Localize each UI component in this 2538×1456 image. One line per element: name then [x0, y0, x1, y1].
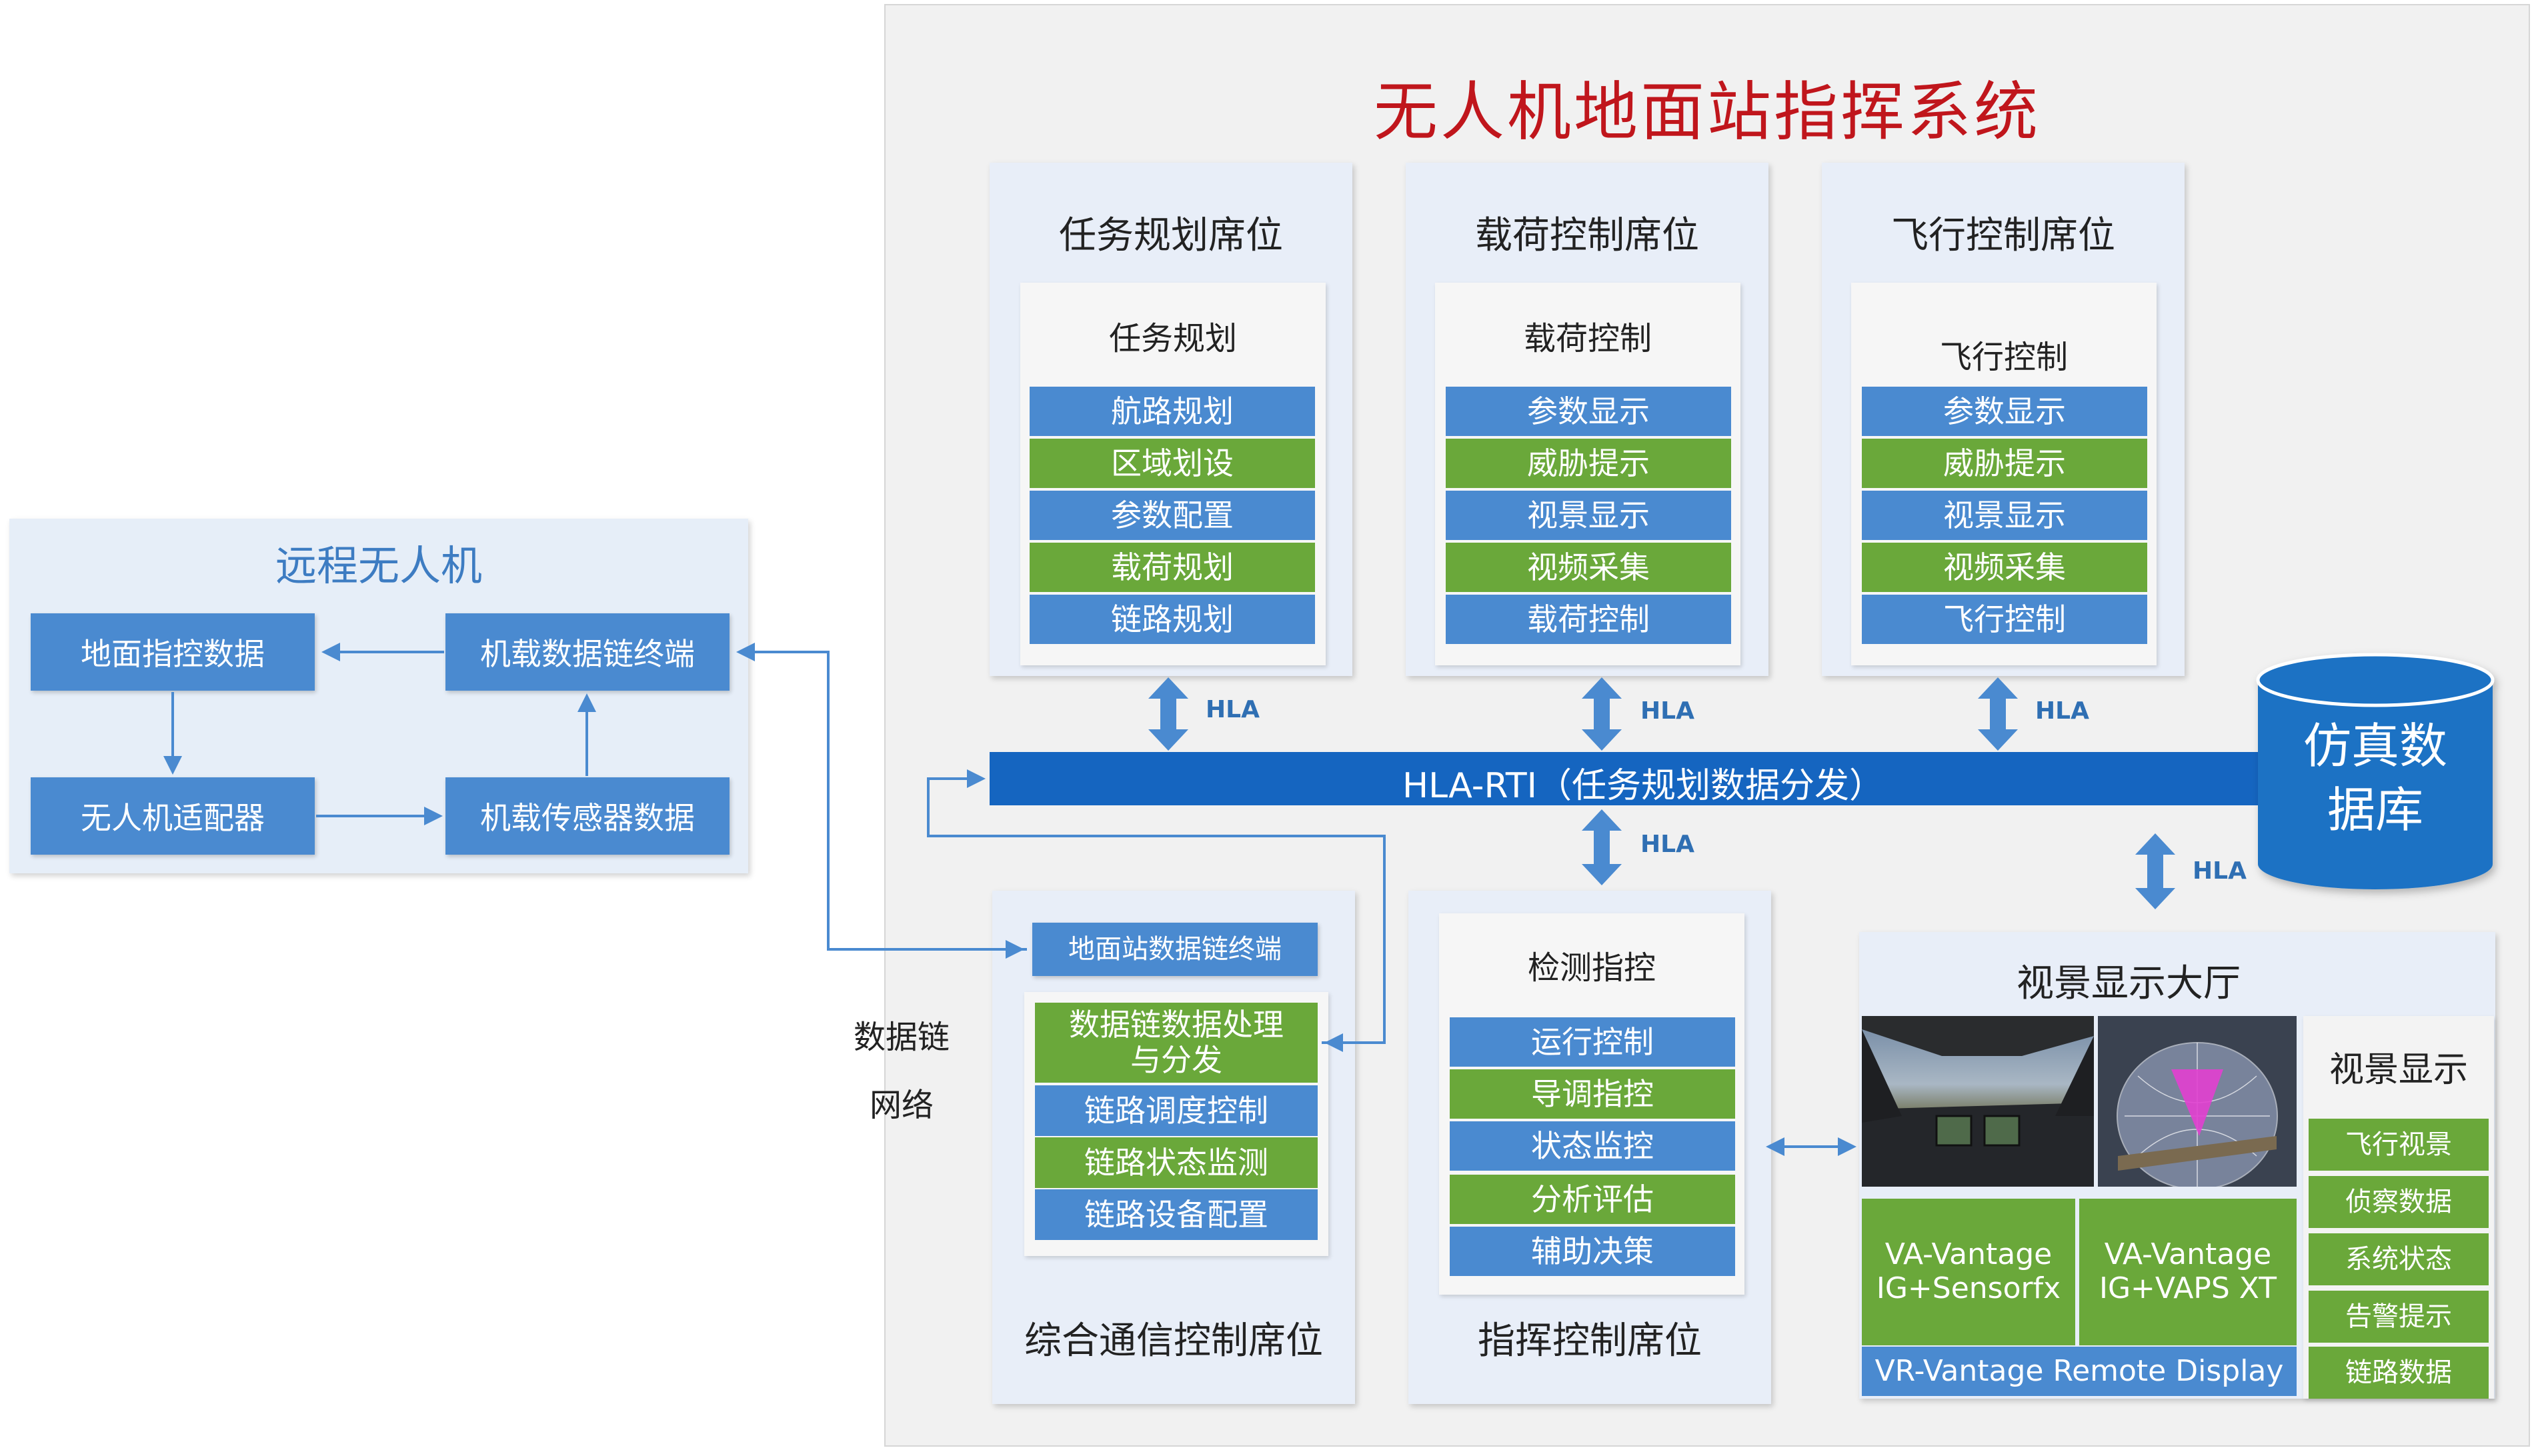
- mission-seat-title: 任务规划席位: [1059, 214, 1283, 257]
- remote-uav-title: 远程无人机: [275, 541, 482, 590]
- command-item-1: 运行控制: [1450, 1017, 1735, 1067]
- command-item-4: 分析评估: [1450, 1175, 1735, 1224]
- main-title: 无人机地面站指挥系统: [1374, 75, 2041, 149]
- database-label-line2: 据库: [2327, 782, 2423, 838]
- comm-item-4: 链路设备配置: [1035, 1189, 1318, 1240]
- hla-label-payload: HLA: [1640, 697, 1694, 725]
- airborne-datalink-terminal: 机载数据链终端: [445, 613, 730, 691]
- payload-sub-title: 载荷控制: [1523, 320, 1652, 357]
- comm-item-2: 链路调度控制: [1035, 1085, 1318, 1136]
- network-label-line2: 网络: [869, 1087, 934, 1124]
- mission-item-5: 链路规划: [1030, 595, 1315, 644]
- visual-item-2: 侦察数据: [2309, 1176, 2489, 1228]
- radar-dome-image: [2098, 1016, 2297, 1187]
- cockpit-view-image: [1862, 1016, 2094, 1187]
- payload-item-2: 威胁提示: [1446, 439, 1731, 488]
- payload-item-4: 视频采集: [1446, 543, 1731, 592]
- software-va-sensorfx: VA-Vantage IG+Sensorfx: [1862, 1199, 2075, 1345]
- command-item-2: 导调指控: [1450, 1069, 1735, 1119]
- hla-rti-label: HLA-RTI（任务规划数据分发）: [1402, 766, 1884, 806]
- flight-sub-title: 飞行控制: [1939, 339, 2068, 376]
- visual-item-5: 链路数据: [2309, 1347, 2489, 1399]
- flight-item-4: 视频采集: [1862, 543, 2147, 592]
- payload-item-1: 参数显示: [1446, 387, 1731, 436]
- flight-seat-title: 飞行控制席位: [1891, 214, 2115, 257]
- comm-item-1: 数据链数据处理 与分发: [1035, 1003, 1318, 1083]
- remote-display-bar: VR-Vantage Remote Display: [1862, 1347, 2297, 1396]
- visual-display-title: 视景显示: [2329, 1050, 2468, 1090]
- flight-item-5: 飞行控制: [1862, 595, 2147, 644]
- payload-item-3: 视景显示: [1446, 491, 1731, 540]
- visual-item-1: 飞行视景: [2309, 1119, 2489, 1171]
- flight-item-1: 参数显示: [1862, 387, 2147, 436]
- command-sub-title: 检测指控: [1527, 949, 1656, 987]
- visual-item-4: 告警提示: [2309, 1291, 2489, 1343]
- hla-label-database: HLA: [2193, 857, 2247, 885]
- database-label-line1: 仿真数: [2303, 718, 2447, 774]
- ground-datalink-terminal: 地面站数据链终端: [1032, 923, 1318, 976]
- comm-item-3: 链路状态监测: [1035, 1137, 1318, 1188]
- command-seat-title: 指挥控制席位: [1478, 1319, 1702, 1363]
- payload-item-5: 载荷控制: [1446, 595, 1731, 644]
- payload-seat-title: 载荷控制席位: [1475, 214, 1699, 257]
- hla-label-flight: HLA: [2035, 697, 2089, 725]
- command-item-3: 状态监控: [1450, 1121, 1735, 1171]
- ground-command-data: 地面指控数据: [31, 613, 315, 691]
- mission-item-1: 航路规划: [1030, 387, 1315, 436]
- network-label-line1: 数据链: [853, 1019, 950, 1056]
- hla-label-mission: HLA: [1206, 696, 1260, 723]
- comm-seat-title: 综合通信控制席位: [1024, 1319, 1323, 1363]
- uav-adapter: 无人机适配器: [31, 777, 315, 855]
- airborne-sensor-data: 机载传感器数据: [445, 777, 730, 855]
- flight-item-3: 视景显示: [1862, 491, 2147, 540]
- software-va-vaps: VA-Vantage IG+VAPS XT: [2079, 1199, 2297, 1345]
- mission-item-4: 载荷规划: [1030, 543, 1315, 592]
- flight-item-2: 威胁提示: [1862, 439, 2147, 488]
- command-item-5: 辅助决策: [1450, 1227, 1735, 1276]
- mission-item-2: 区域划设: [1030, 439, 1315, 488]
- hla-label-command: HLA: [1640, 831, 1694, 858]
- hall-title: 视景显示大厅: [2017, 962, 2241, 1005]
- visual-item-3: 系统状态: [2309, 1233, 2489, 1285]
- mission-sub-title: 任务规划: [1108, 320, 1237, 357]
- mission-item-3: 参数配置: [1030, 491, 1315, 540]
